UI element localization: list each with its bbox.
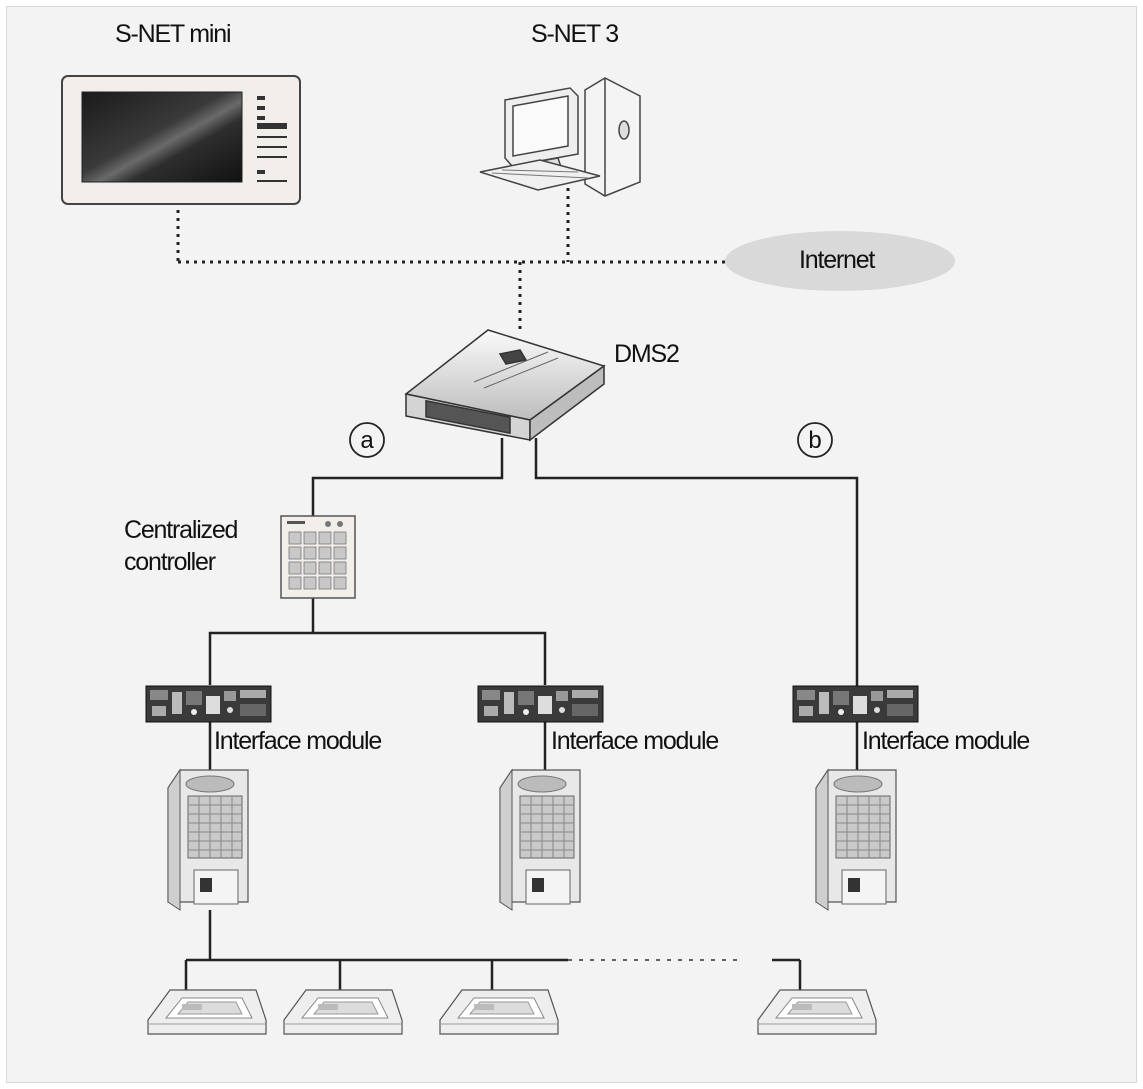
circuit-board-icon (477, 685, 604, 723)
desktop-computer-icon (479, 77, 641, 197)
branch-b-label: b (808, 427, 821, 454)
outdoor-unit-icon (499, 769, 581, 911)
branch-a-label: a (360, 427, 374, 454)
internet-label: Internet (799, 246, 875, 274)
interface-module-label-1: Interface module (214, 727, 382, 755)
branch-a-circle (349, 422, 385, 458)
circuit-board-icon (145, 685, 272, 723)
keypad-controller-icon (280, 515, 356, 599)
ceiling-cassette-icon (147, 989, 267, 1035)
solid-bus-wiring (184, 438, 859, 990)
ceiling-cassette-icon (283, 989, 403, 1035)
circuit-board-icon (792, 685, 919, 723)
internet-cloud (725, 231, 955, 291)
touch-panel-icon (61, 75, 301, 205)
dms2-label: DMS2 (614, 340, 680, 368)
centralized-controller-line2: controller (124, 548, 216, 576)
branch-b-circle (797, 422, 833, 458)
outdoor-unit-icon (167, 769, 249, 911)
ceiling-cassette-icon (757, 989, 877, 1035)
outdoor-unit-icon (815, 769, 897, 911)
dotted-network-links (176, 188, 730, 330)
centralized-controller-line1: Centralized (124, 516, 238, 544)
dms2-controller-icon (404, 329, 606, 442)
centralized-controller-label: Centralized controller (124, 514, 238, 578)
snet-mini-label: S-NET mini (115, 20, 232, 48)
interface-module-label-3: Interface module (862, 727, 1030, 755)
ceiling-cassette-icon (439, 989, 559, 1035)
interface-module-label-2: Interface module (551, 727, 719, 755)
snet3-label: S-NET 3 (531, 20, 619, 48)
